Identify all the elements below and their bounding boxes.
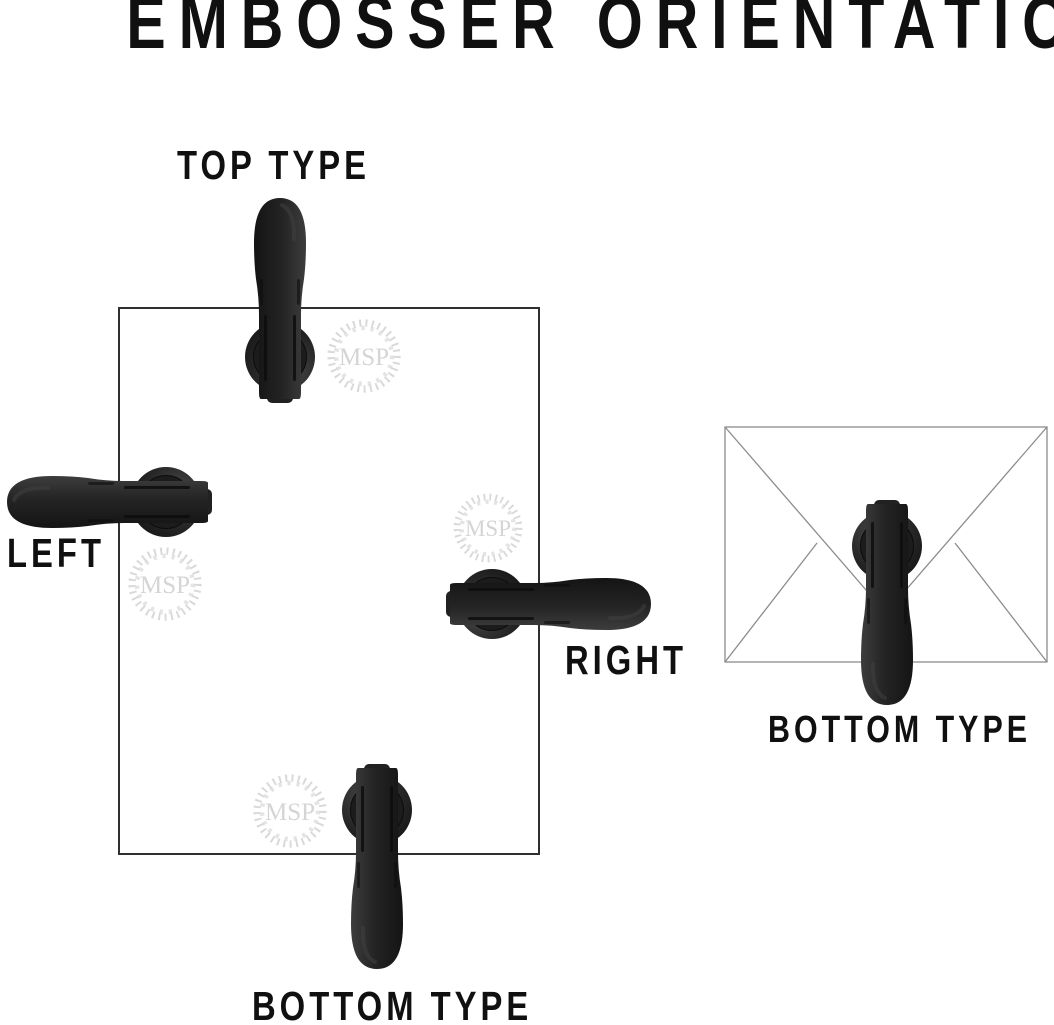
page-title: EMBOSSER ORIENTATION — [126, 0, 1054, 64]
envelope-left-flap-line — [724, 542, 818, 663]
bottom-embosser — [340, 762, 414, 971]
right-label: RIGHT — [565, 637, 688, 683]
bottom-type-label: BOTTOM TYPE — [252, 983, 533, 1025]
watermark-monogram: MSP — [465, 516, 511, 541]
watermark-monogram: MSP — [339, 344, 389, 371]
left-embosser — [5, 465, 214, 539]
watermark-monogram: MSP — [265, 799, 315, 826]
right-embosser — [444, 567, 653, 641]
left-label: LEFT — [7, 530, 105, 576]
top-type-label: TOP TYPE — [177, 142, 371, 188]
msp-watermark-right: MSP — [457, 497, 519, 559]
watermark-monogram: MSP — [140, 572, 190, 599]
page-title-row: EMBOSSER ORIENTATION — [0, 0, 1054, 60]
msp-watermark-left: MSP — [132, 551, 198, 617]
envelope-right-flap-line — [954, 542, 1048, 663]
msp-watermark-bottom: MSP — [257, 778, 323, 844]
msp-watermark-top: MSP — [331, 323, 397, 389]
envelope-bottom-type-label: BOTTOM TYPE — [768, 709, 1032, 751]
top-embosser — [243, 196, 317, 405]
